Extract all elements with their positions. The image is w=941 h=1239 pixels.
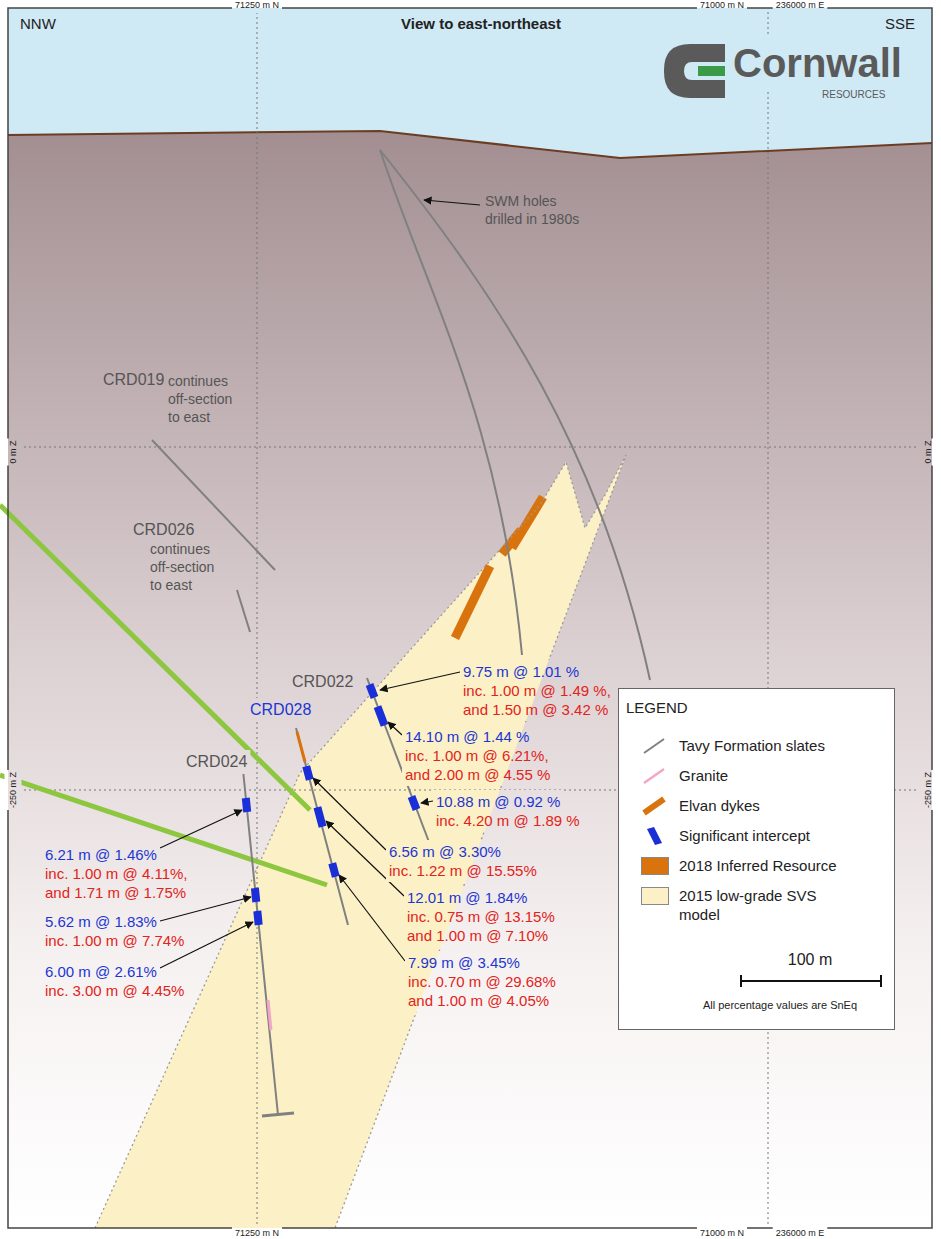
elvan-dykes <box>455 497 543 638</box>
intercept-summary: 7.99 m @ 3.45% <box>408 953 520 972</box>
annotation-label: SSE <box>885 14 915 33</box>
annotation-label: CRD028 <box>250 700 311 720</box>
legend-text: Significant intercept <box>679 826 810 845</box>
grid-coordinate: 71000 m N <box>700 0 744 11</box>
intercept-summary: 6.00 m @ 2.61% <box>45 962 157 981</box>
grid-coordinate: 236000 m E <box>776 0 825 11</box>
grid-lines <box>24 12 918 1224</box>
band-outline <box>95 455 626 1228</box>
intercept-detail: inc. 4.20 m @ 1.89 % <box>436 811 580 830</box>
intercept-summary: 6.21 m @ 1.46% <box>45 845 157 864</box>
annotation-label: CRD022 <box>292 672 353 692</box>
annotation-label: NNW <box>20 14 56 33</box>
significant-intercepts <box>246 685 417 926</box>
frame <box>8 8 932 1228</box>
svs-model-band <box>95 455 626 1228</box>
title: View to east-northeast <box>401 14 561 33</box>
annotation-label: CRD024 <box>186 752 247 772</box>
intercept-summary: 9.75 m @ 1.01 % <box>463 662 579 681</box>
surface-line <box>8 131 932 158</box>
elevation-label: 0 m Z <box>923 440 934 463</box>
elevation-label: 0 m Z <box>8 440 19 463</box>
grid-coordinate: 71250 m N <box>235 1228 279 1239</box>
logo-text: RESOURCES <box>822 88 885 101</box>
intercept-detail: inc. 3.00 m @ 4.45% <box>45 981 184 1000</box>
intercept-detail: inc. 0.70 m @ 29.68% and 1.00 m @ 4.05% <box>408 972 573 1010</box>
annotation-label: CRD026 <box>133 520 194 540</box>
ground <box>8 131 932 1228</box>
annotation-label: LEGEND <box>626 698 688 717</box>
intercept-summary: 5.62 m @ 1.83% <box>45 912 157 931</box>
annotation-label: continues off-section to east <box>168 372 244 426</box>
elvan-in-hole <box>297 732 305 762</box>
logo-mark <box>664 44 725 98</box>
annotation-label: SWM holes drilled in 1980s <box>485 192 590 228</box>
intercept-summary: 14.10 m @ 1.44 % <box>405 727 529 746</box>
legend-text: Granite <box>679 766 728 785</box>
grid-coordinate: 236000 m E <box>776 1228 825 1239</box>
annotation-label: CRD019 <box>103 370 164 390</box>
annotation-label: 100 m <box>788 950 832 970</box>
intercept-summary: 12.01 m @ 1.84% <box>407 888 527 907</box>
logo-text: Cornwall <box>733 38 902 89</box>
intercept-detail: inc. 1.00 m @ 6.21%, and 2.00 m @ 4.55 % <box>405 746 570 784</box>
drill-holes <box>152 150 650 1115</box>
legend-text: Elvan dykes <box>679 796 760 815</box>
legend-swatch <box>641 887 669 905</box>
legend-text: 2018 Inferred Resource <box>679 856 837 875</box>
legend-box: Tavy Formation slatesGraniteElvan dykesS… <box>618 688 895 1030</box>
legend-sample <box>639 796 669 816</box>
elevation-label: -250 m Z <box>923 772 934 808</box>
legend-sample <box>639 826 669 846</box>
annotation-label: continues off-section to east <box>150 540 226 594</box>
legend-text: Tavy Formation slates <box>679 736 825 755</box>
intercept-detail: inc. 1.22 m @ 15.55% <box>389 861 537 880</box>
intercept-summary: 10.88 m @ 0.92 % <box>436 792 560 811</box>
legend-sample <box>639 736 669 756</box>
granite-in-hole <box>268 1000 271 1030</box>
annotation-label: All percentage values are SnEq <box>703 998 857 1012</box>
hole-end <box>262 1113 294 1116</box>
elevation-label: -250 m Z <box>8 772 19 808</box>
legend-sample <box>639 766 669 786</box>
green-pointer-lines <box>0 505 327 885</box>
intercept-summary: 6.56 m @ 3.30% <box>389 842 501 861</box>
intercept-detail: inc. 0.75 m @ 13.15% and 1.00 m @ 7.10% <box>407 907 572 945</box>
intercept-detail: inc. 1.00 m @ 1.49 %, and 1.50 m @ 3.42 … <box>463 681 628 719</box>
line-work <box>0 8 932 1228</box>
intercept-detail: inc. 1.00 m @ 7.74% <box>45 931 184 950</box>
intercept-detail: inc. 1.00 m @ 4.11%, and 1.71 m @ 1.75% <box>45 864 210 902</box>
legend-swatch <box>641 857 669 875</box>
grid-coordinate: 71000 m N <box>700 1228 744 1239</box>
legend-text: 2015 low-grade SVS model <box>679 886 829 924</box>
grid-coordinate: 71250 m N <box>235 0 279 11</box>
